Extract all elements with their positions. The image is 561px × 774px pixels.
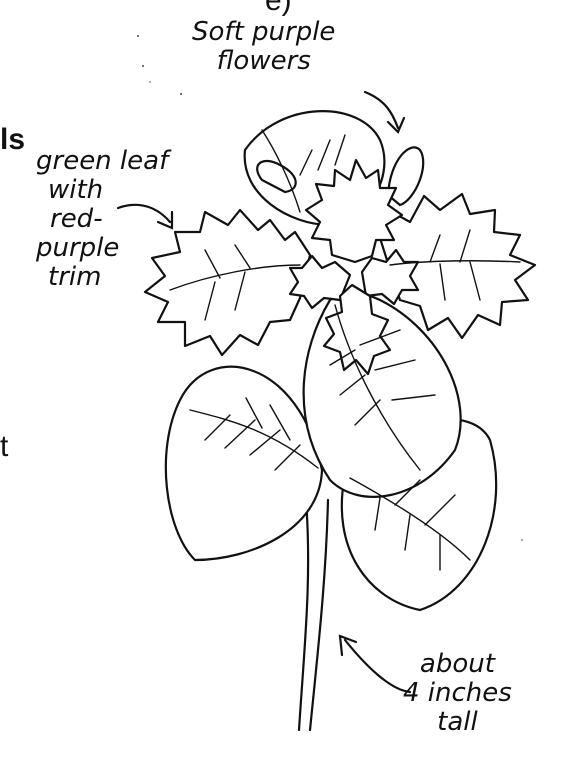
annotation-line: 4 inches [403,679,512,708]
flower-bud-right [388,147,423,205]
annotation-height: about 4 inches tall [403,650,512,737]
arrow-to-stem [345,640,410,692]
arrow-to-flowers [365,92,398,128]
leaf-lower-left [166,367,322,560]
annotation-line: about [403,650,512,679]
annotation-line: tall [403,708,512,737]
leaf-left [145,210,310,355]
annotation-leaf: green leaf with red- purple trim [36,147,168,292]
annotation-line: red- [50,205,168,234]
annotation-line: with [48,176,168,205]
annotation-line: purple [36,234,168,263]
annotation-line: Soft purple [192,18,335,47]
annotation-line: flowers [192,47,335,76]
annotation-flowers: Soft purple flowers [192,18,335,76]
annotation-line: green leaf [36,147,168,176]
plant-stem [299,500,328,730]
annotation-line: trim [48,263,168,292]
